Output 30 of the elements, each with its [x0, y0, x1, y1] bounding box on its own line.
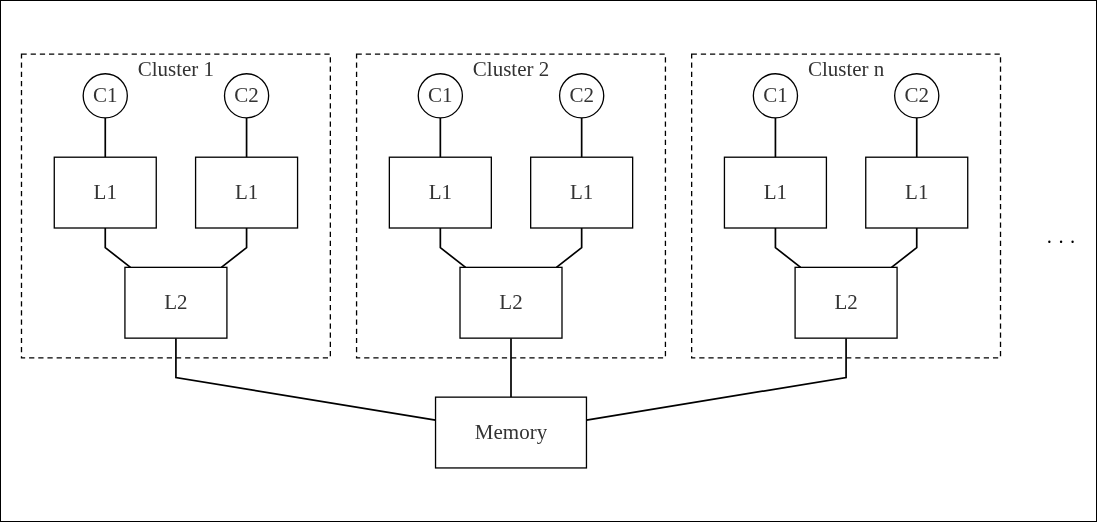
connector	[555, 227, 583, 269]
node-box: L1	[388, 156, 492, 229]
node-box: L2	[459, 266, 563, 339]
connector	[104, 117, 107, 159]
node-box: L2	[124, 266, 228, 339]
node-circle: C1	[752, 73, 799, 119]
node-box: L1	[194, 156, 299, 229]
connector	[220, 227, 248, 269]
node-box: Memory	[434, 396, 588, 469]
connector	[104, 227, 132, 269]
node-circle: C1	[417, 73, 464, 119]
node-circle: C2	[223, 73, 270, 119]
node-box: L1	[865, 156, 969, 229]
node-box: L1	[530, 156, 634, 229]
connector	[580, 117, 583, 159]
connector	[774, 227, 802, 269]
connector	[245, 117, 248, 159]
node-circle: C1	[82, 73, 128, 119]
node-circle: C2	[558, 73, 605, 119]
connector	[439, 117, 442, 159]
connector	[774, 117, 777, 159]
node-box: L1	[723, 156, 828, 229]
connector	[510, 337, 512, 398]
connector	[890, 227, 918, 269]
node-box: L2	[794, 266, 898, 339]
ellipsis-text: · · ·	[1046, 231, 1076, 253]
node-circle: C2	[894, 73, 940, 119]
node-box: L1	[53, 156, 157, 229]
connector	[915, 117, 918, 159]
connector	[439, 227, 467, 269]
